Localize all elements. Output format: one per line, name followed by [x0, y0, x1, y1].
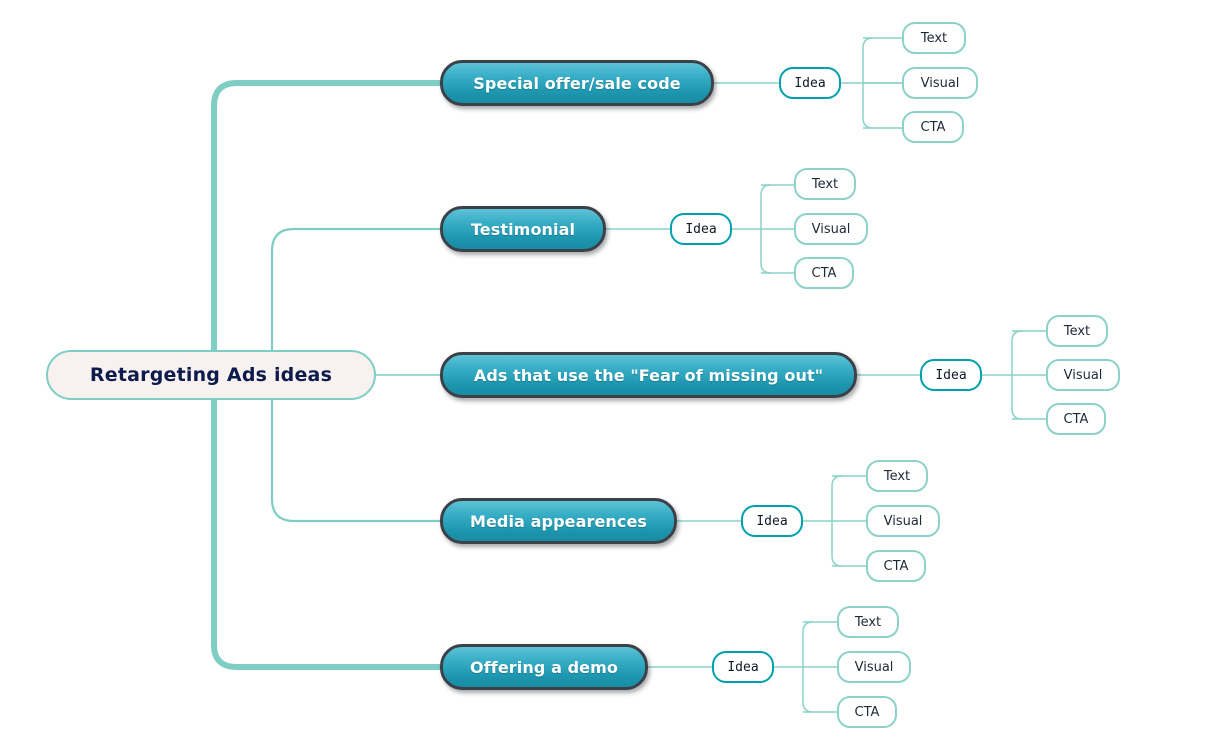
connector-idea-1-spine: [841, 37, 902, 129]
branch-node-offering-demo[interactable]: Offering a demo: [440, 644, 648, 690]
leaf-node-1-visual[interactable]: Visual: [902, 67, 978, 99]
idea-node-label: Idea: [756, 513, 788, 529]
root-node-label: Retargeting Ads ideas: [89, 364, 333, 386]
connector-idea-4-spine: [803, 475, 843, 567]
branch-node-testimonial[interactable]: Testimonial: [440, 206, 606, 252]
leaf-node-label: CTA: [920, 119, 946, 135]
leaf-node-label: Visual: [854, 659, 894, 675]
leaf-node-3-cta[interactable]: CTA: [1046, 403, 1106, 435]
connector-idea-5-spine: [774, 621, 814, 713]
connector-idea-4-to-leaves: [832, 475, 870, 567]
leaf-node-label: CTA: [811, 265, 837, 281]
leaf-node-label: Visual: [920, 75, 960, 91]
branch-node-special-offer[interactable]: Special offer/sale code: [440, 60, 714, 106]
idea-node-1[interactable]: Idea: [779, 67, 841, 99]
leaf-node-label: Visual: [883, 513, 923, 529]
branch-node-label: Offering a demo: [470, 657, 618, 677]
connector-idea-3-spine: [982, 330, 1023, 420]
branch-node-label: Media appearences: [469, 511, 648, 531]
leaf-node-label: Text: [1063, 323, 1091, 339]
idea-node-5[interactable]: Idea: [712, 651, 774, 683]
leaf-node-5-visual[interactable]: Visual: [837, 651, 911, 683]
leaf-node-1-text[interactable]: Text: [902, 22, 966, 54]
branch-node-label: Testimonial: [470, 219, 576, 239]
branch-node-fomo[interactable]: Ads that use the "Fear of missing out": [440, 352, 857, 398]
leaf-node-2-cta[interactable]: CTA: [794, 257, 854, 289]
leaf-node-3-text[interactable]: Text: [1046, 315, 1108, 347]
connector-idea-2-to-leaves: [761, 184, 798, 274]
leaf-node-2-text[interactable]: Text: [794, 168, 856, 200]
branch-node-media-appearences[interactable]: Media appearences: [440, 498, 677, 544]
leaf-node-label: Text: [854, 614, 882, 630]
connector-idea-2-spine: [732, 184, 772, 274]
branch-node-label: Ads that use the "Fear of missing out": [473, 365, 824, 385]
leaf-node-1-cta[interactable]: CTA: [902, 111, 964, 143]
connector-idea-1-to-leaves: [863, 37, 907, 129]
connector-idea-3-to-leaves: [1012, 330, 1050, 420]
idea-node-label: Idea: [935, 367, 967, 383]
root-node[interactable]: Retargeting Ads ideas: [46, 350, 376, 400]
leaf-node-label: CTA: [883, 558, 909, 574]
idea-node-label: Idea: [727, 659, 759, 675]
idea-node-label: Idea: [794, 75, 826, 91]
leaf-node-label: CTA: [1063, 411, 1089, 427]
leaf-node-2-visual[interactable]: Visual: [794, 213, 868, 245]
leaf-node-label: CTA: [854, 704, 880, 720]
leaf-node-5-text[interactable]: Text: [837, 606, 899, 638]
leaf-node-label: Visual: [1063, 367, 1103, 383]
leaf-node-label: Visual: [811, 221, 851, 237]
leaf-node-4-visual[interactable]: Visual: [866, 505, 940, 537]
leaf-node-4-text[interactable]: Text: [866, 460, 928, 492]
leaf-node-label: Text: [811, 176, 839, 192]
leaf-node-3-visual[interactable]: Visual: [1046, 359, 1120, 391]
idea-node-4[interactable]: Idea: [741, 505, 803, 537]
idea-node-2[interactable]: Idea: [670, 213, 732, 245]
leaf-node-5-cta[interactable]: CTA: [837, 696, 897, 728]
leaf-node-label: Text: [920, 30, 948, 46]
branch-node-label: Special offer/sale code: [473, 73, 681, 93]
leaf-node-4-cta[interactable]: CTA: [866, 550, 926, 582]
leaf-node-label: Text: [883, 468, 911, 484]
connector-idea-5-to-leaves: [803, 621, 841, 713]
idea-node-label: Idea: [685, 221, 717, 237]
idea-node-3[interactable]: Idea: [920, 359, 982, 391]
